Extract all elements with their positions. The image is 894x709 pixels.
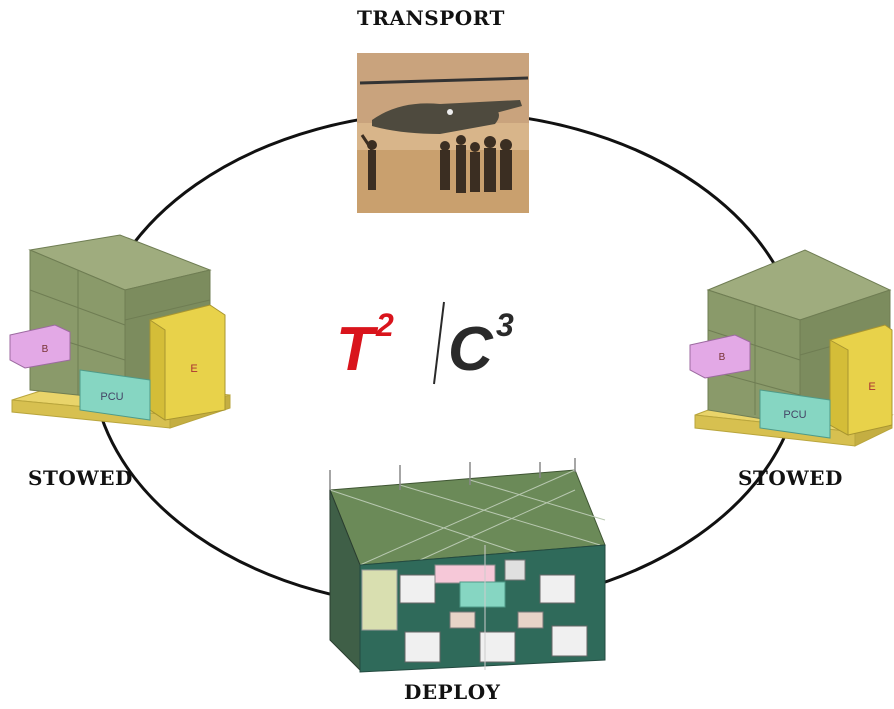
pallet-left-b: B [42,344,49,355]
logo-t: T [336,315,379,384]
pallet-right-pcu: PCU [783,409,806,421]
logo-c-sup: 3 [496,307,514,343]
pallet-left-pcu: PCU [100,391,123,403]
pallet-left-e: E [190,363,197,375]
shelter-cutaway [329,458,606,673]
pallet-load-left [9,234,231,429]
label-deploy: DEPLOY [404,680,501,704]
t2c3-logo: T 2 C 3 [330,298,570,388]
logo-slash [433,301,445,385]
logo-t-sup: 2 [375,307,394,343]
pallet-right-e: E [868,381,875,393]
pallet-load-right [689,249,894,447]
label-stowed-left: STOWED [28,466,133,490]
label-stowed-right: STOWED [738,466,843,490]
label-transport: TRANSPORT [357,6,505,30]
pallet-right-b: B [719,352,726,363]
helicopter-photo [357,53,529,213]
logo-c: C [448,315,494,384]
